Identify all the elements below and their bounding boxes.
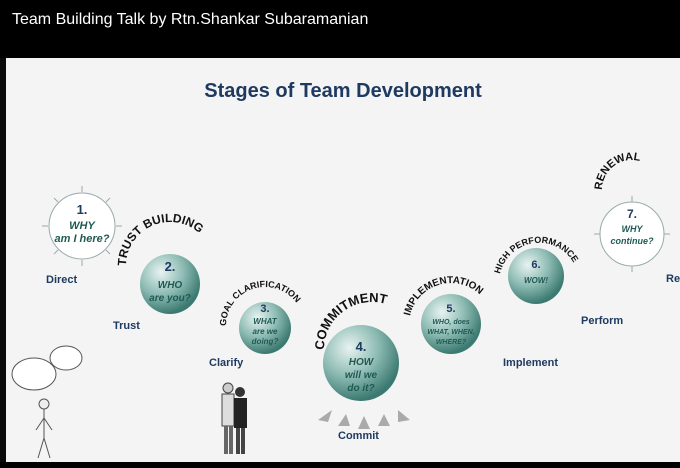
label-commit: Commit [338, 430, 379, 442]
thinking-person-sketch [11, 345, 83, 459]
stage-3-line2: are we [253, 327, 278, 336]
stage-5-line1: WHO, does [432, 319, 469, 326]
stage-5-line3: WHERE? [436, 339, 467, 346]
stage-4-line1: HOW [349, 357, 375, 368]
video-title-bar: Team Building Talk by Rtn.Shankar Subara… [0, 0, 680, 58]
label-clarify: Clarify [209, 357, 244, 369]
stage-1-line2: am I here? [54, 233, 109, 245]
stage-7-num: 7. [627, 207, 637, 221]
stage-1-num: 1. [77, 202, 88, 217]
label-trust: Trust [113, 320, 140, 332]
stage-7-line2: continue? [611, 236, 654, 246]
slide-title: Stages of Team Development [204, 80, 482, 102]
video-bottom-bar [0, 462, 680, 468]
stage-7-circle [594, 196, 670, 272]
arc-label-7: RENEWAL [593, 151, 642, 191]
commit-arrows [318, 410, 410, 429]
label-renewal-cut: Re [666, 273, 680, 285]
stage-5-num: 5. [446, 303, 455, 315]
stage-2-line2: are you? [149, 293, 191, 304]
presentation-slide: Stages of Team Development [6, 58, 680, 462]
stage-4-ball [323, 325, 399, 401]
stage-7-line1: WHY [622, 224, 644, 234]
two-people-sketch [221, 382, 247, 454]
stage-6-ball [508, 248, 564, 304]
stage-2-num: 2. [165, 259, 176, 274]
stage-4-num: 4. [356, 339, 367, 354]
stage-3-ball [239, 302, 291, 354]
stage-1-line1: WHY [69, 220, 96, 232]
stage-6-num: 6. [531, 259, 540, 271]
stage-6-line1: WOW! [524, 276, 548, 285]
label-perform: Perform [581, 315, 624, 327]
stage-3-line1: WHAT [253, 317, 278, 326]
stage-3-num: 3. [260, 303, 269, 315]
stage-1-circle [42, 186, 122, 266]
label-implement: Implement [503, 357, 559, 369]
video-title[interactable]: Team Building Talk by Rtn.Shankar Subara… [12, 11, 369, 28]
stage-3-line3: doing? [252, 337, 279, 346]
stage-2-ball [140, 254, 200, 314]
stage-5-line2: WHAT, WHEN, [427, 329, 474, 336]
stage-4-line3: do it? [347, 383, 374, 394]
stage-4-line2: will we [345, 370, 378, 381]
stage-5-ball [421, 294, 481, 354]
stages-diagram: TRUST BUILDING GOAL CLARIFICATION COMMIT… [11, 151, 670, 459]
label-direct: Direct [46, 274, 78, 286]
stage-2-line1: WHO [158, 280, 183, 291]
